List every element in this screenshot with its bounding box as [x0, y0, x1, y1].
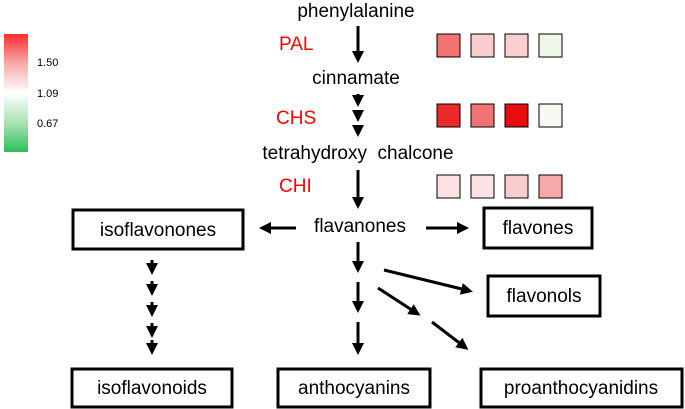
box-frame	[71, 208, 245, 251]
metabolite-tetrahydroxy-chalcone: tetrahydroxy chalcone	[262, 143, 453, 164]
box-label-flavonols: flavonols	[507, 286, 582, 307]
box-isoflavonones: isoflavonones	[71, 208, 245, 251]
box-frame	[479, 367, 684, 409]
box-flavones: flavones	[482, 206, 594, 250]
arrow-step	[377, 286, 421, 316]
heatmap-cell	[470, 174, 495, 199]
enzyme-label-chi: CHI	[279, 176, 312, 197]
heatmap-row-pal	[436, 33, 563, 58]
heatmap-cell	[504, 103, 529, 128]
heatmap-row-chs	[436, 103, 563, 128]
box-frame	[482, 206, 594, 250]
arrows	[146, 26, 473, 355]
arrow-to-flavonols	[383, 268, 473, 295]
heatmap-cell	[504, 174, 529, 199]
box-anthocyanins: anthocyanins	[276, 367, 432, 409]
box-frame	[70, 367, 234, 409]
heatmap-cell	[538, 174, 563, 199]
enzyme-label-pal: PAL	[279, 34, 314, 55]
enzyme-label-chs: CHS	[276, 108, 316, 129]
box-frame	[486, 274, 602, 318]
legend-tick-mid: 1.09	[37, 88, 58, 100]
heatmap-cell	[470, 103, 495, 128]
legend: 1.50 1.09 0.67	[4, 34, 58, 152]
arrow-step	[431, 320, 469, 350]
heatmap-cell	[436, 174, 461, 199]
box-label-isoflavonones: isoflavonones	[100, 220, 216, 241]
box-label-flavones: flavones	[503, 218, 574, 239]
legend-tick-high: 1.50	[37, 57, 58, 69]
heatmap-cell	[436, 33, 461, 58]
heatmap-cell	[470, 33, 495, 58]
box-flavonols: flavonols	[486, 274, 602, 318]
metabolite-cinnamate: cinnamate	[312, 68, 400, 89]
box-label-proanthocyanidins: proanthocyanidins	[504, 378, 658, 399]
box-isoflavonoids: isoflavonoids	[70, 367, 234, 409]
heatmap-cell	[504, 33, 529, 58]
metabolite-phenylalanine: phenylalanine	[297, 1, 414, 22]
metabolite-flavanones: flavanones	[314, 216, 406, 237]
box-frame	[276, 367, 432, 409]
heatmap-cell	[538, 33, 563, 58]
box-label-anthocyanins: anthocyanins	[298, 378, 410, 399]
legend-colorbar	[4, 34, 28, 152]
box-proanthocyanidins: proanthocyanidins	[479, 367, 684, 409]
legend-tick-low: 0.67	[37, 118, 58, 130]
heatmap-row-chi	[436, 174, 563, 199]
heatmap-cell	[436, 103, 461, 128]
heatmap-cell	[538, 103, 563, 128]
box-label-isoflavonoids: isoflavonoids	[97, 378, 207, 399]
